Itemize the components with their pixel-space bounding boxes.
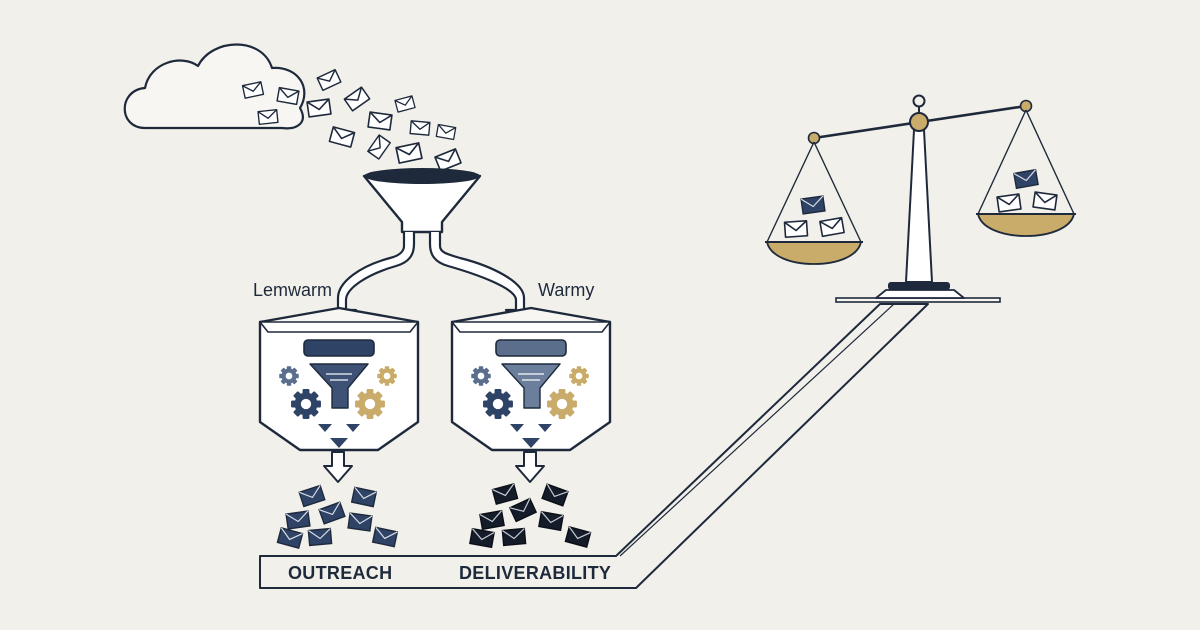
cloud-icon — [123, 43, 306, 130]
outreach-email-pile — [276, 484, 399, 549]
lemwarm-label: Lemwarm — [253, 280, 333, 300]
envelope-icon — [276, 86, 300, 106]
envelope-icon — [276, 527, 304, 549]
gear-icon — [291, 389, 321, 419]
envelope-icon — [394, 95, 416, 113]
envelope-icon — [350, 486, 378, 508]
funnel-icon — [309, 363, 369, 409]
lemwarm-machine — [258, 306, 420, 452]
envelope-icon — [367, 134, 391, 160]
envelope-icon — [257, 109, 279, 125]
envelope-icon — [1032, 191, 1058, 211]
output-arrow-left — [323, 451, 353, 483]
outreach-label: OUTREACH — [288, 563, 393, 583]
envelope-icon — [800, 195, 826, 215]
envelope-icon — [501, 527, 527, 547]
gear-icon — [471, 366, 491, 386]
warmy-label: Warmy — [538, 280, 595, 300]
envelope-icon — [819, 216, 845, 238]
envelope-icon — [307, 527, 333, 547]
envelope-icon — [538, 511, 564, 531]
deliverability-email-pile — [469, 483, 592, 548]
deliverability-label: DELIVERABILITY — [459, 563, 612, 583]
gear-icon — [377, 366, 397, 386]
gear-icon — [279, 366, 299, 386]
envelope-icon — [298, 484, 326, 508]
envelope-icon — [285, 510, 311, 530]
envelope-icon — [469, 528, 495, 548]
envelope-icon — [343, 86, 371, 112]
envelope-icon — [541, 483, 569, 507]
envelope-icon — [306, 98, 332, 118]
warmy-machine — [450, 306, 612, 452]
base-ramp — [259, 303, 929, 589]
envelope-icon — [328, 126, 356, 148]
output-arrow-right — [515, 451, 545, 483]
balance-scale-icon — [765, 94, 1076, 303]
funnel-icon — [362, 168, 482, 234]
envelope-icon — [783, 219, 809, 239]
envelope-icon — [434, 148, 462, 172]
envelope-icon — [347, 512, 373, 532]
funnel-icon — [501, 363, 561, 409]
envelope-icon — [367, 111, 393, 131]
envelope-icon — [316, 68, 342, 92]
envelope-icon — [509, 497, 537, 523]
envelope-icon — [479, 510, 505, 530]
gear-icon — [483, 389, 513, 419]
envelope-icon — [395, 142, 423, 164]
envelope-icon — [371, 526, 399, 548]
gear-icon — [547, 389, 577, 419]
envelope-icon — [318, 501, 346, 525]
gear-icon — [355, 389, 385, 419]
envelope-icon — [491, 483, 519, 505]
envelope-icon — [435, 123, 457, 141]
gear-icon — [569, 366, 589, 386]
envelope-icon — [409, 120, 431, 136]
envelope-icon — [996, 193, 1022, 213]
envelope-icon — [564, 526, 592, 548]
envelope-icon — [1013, 169, 1039, 189]
